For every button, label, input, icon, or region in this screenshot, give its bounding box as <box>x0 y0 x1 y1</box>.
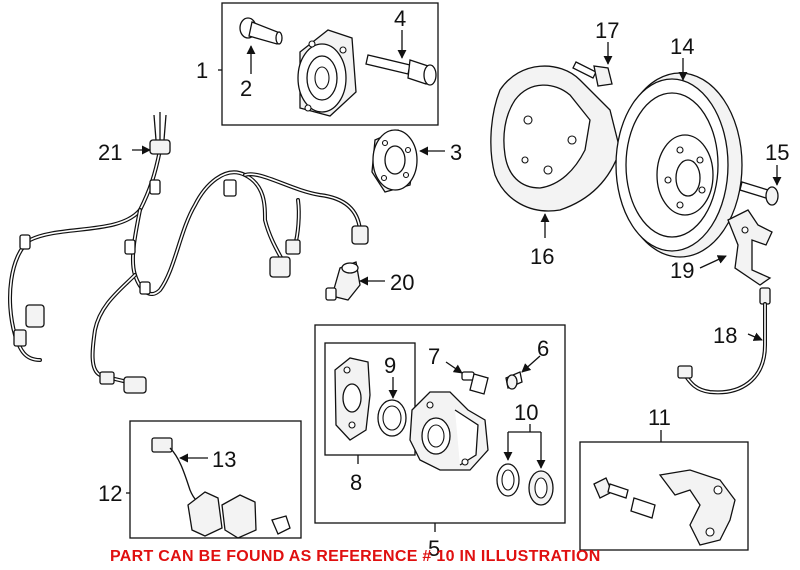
wheel-hub-icon <box>371 129 418 193</box>
reference-note: PART CAN BE FOUND AS REFERENCE # 10 IN I… <box>110 548 601 565</box>
bleeder-valve-icon <box>505 371 523 390</box>
callout-15: 15 <box>765 140 789 165</box>
wheel-bearing-icon <box>297 29 357 117</box>
abs-sensor-icon <box>325 261 361 301</box>
callout-19: 19 <box>670 258 694 283</box>
callout-5: 5 <box>428 536 440 561</box>
shield-bolt-icon <box>572 61 613 87</box>
caliper-bracket-icon <box>658 469 736 546</box>
splash-shield-icon <box>490 65 621 212</box>
abs-wiring-harness <box>8 112 369 394</box>
callout-3: 3 <box>450 140 462 165</box>
wheel-bearing-group: 1 2 4 <box>196 2 439 126</box>
brake-pad-group: 12 13 <box>98 420 302 539</box>
group-1-box <box>221 2 439 126</box>
callout-13: 13 <box>212 447 236 472</box>
brake-hose-icon <box>677 287 771 395</box>
callout-9: 9 <box>384 353 396 378</box>
callout-12: 12 <box>98 481 122 506</box>
caliper-housing-icon <box>409 391 489 471</box>
callout-20: 20 <box>390 270 414 295</box>
callout-10: 10 <box>514 400 538 425</box>
callout-8: 8 <box>350 470 362 495</box>
callout-2: 2 <box>240 76 252 101</box>
group-11-box <box>579 441 749 551</box>
bolt-icon <box>239 17 283 45</box>
callout-7: 7 <box>428 344 440 369</box>
callout-6: 6 <box>537 336 549 361</box>
callout-4: 4 <box>394 6 406 31</box>
group-5-box <box>314 324 566 524</box>
brake-rotor-icon <box>615 72 743 258</box>
hose-bracket-icon <box>727 209 773 286</box>
callout-16: 16 <box>530 244 554 269</box>
callout-17: 17 <box>595 18 619 43</box>
brake-pads-icon <box>187 491 291 539</box>
guide-pin-icon <box>461 371 489 395</box>
caliper-piston-icon <box>334 357 371 441</box>
caliper-bracket-group: 11 <box>579 405 749 551</box>
bracket-bolt-icon <box>593 477 629 499</box>
callout-18: 18 <box>713 323 737 348</box>
callout-1: 1 <box>196 58 208 83</box>
callout-11: 11 <box>648 405 671 430</box>
piston-seal-icon <box>377 399 407 437</box>
caliper-group: 5 8 9 <box>314 324 566 561</box>
rotor-screw-icon <box>739 181 779 206</box>
caliper-seal-kit-icon <box>496 463 554 506</box>
callout-21: 21 <box>98 140 122 165</box>
flange-bolt-icon <box>365 54 437 86</box>
callout-14: 14 <box>670 34 694 59</box>
group-8-box <box>324 342 416 456</box>
group-12-box <box>129 420 302 539</box>
pad-wear-sensor-icon <box>151 437 206 506</box>
guide-bushing-icon <box>630 497 656 519</box>
